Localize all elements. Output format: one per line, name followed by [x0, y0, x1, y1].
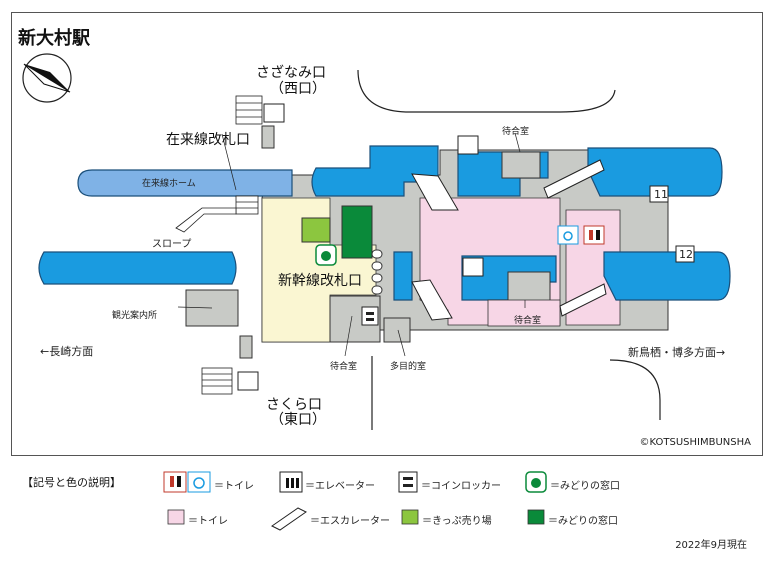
platform-lower-right: [603, 251, 731, 301]
legend-midori-color: ＝みどりの窓口: [548, 516, 618, 527]
legend-ticket-machine: ＝きっぷ売り場: [422, 516, 492, 527]
waiting-room-lower-base: [487, 299, 561, 327]
sazanami-exit-label: さざなみ口: [256, 65, 326, 81]
sakura-exit-label: さくら口: [266, 397, 322, 413]
shinkansen-gate-label: 新幹線改札口: [278, 273, 362, 289]
sazanami-exit-sub-label: （西口）: [270, 81, 326, 97]
track-11-label: 11: [654, 188, 668, 201]
to-shintosu-label: 新鳥栖・博多方面→: [628, 346, 726, 359]
midori-window-icon: [315, 244, 337, 266]
legend-coin-locker: ＝コインロッカー: [421, 481, 501, 492]
to-nagasaki-label: ←長崎方面: [40, 345, 94, 358]
elevator-icon: [237, 103, 484, 391]
copyright: ©KOTSUSHIMBUNSHA: [639, 437, 751, 448]
waiting-room-upper-label: 待合室: [502, 127, 530, 137]
legend-toilet: ＝トイレ: [214, 481, 254, 492]
elevator-shaft-south: [239, 335, 253, 359]
slope-label: スロープ: [152, 239, 192, 250]
road-north: [357, 69, 616, 113]
elevator-shaft-north: [261, 125, 275, 149]
escalator-icon: [411, 159, 607, 321]
multipurpose-room: [383, 317, 411, 343]
legend-elevator: ＝エレベーター: [305, 481, 375, 492]
multipurpose-room-label: 多目的室: [390, 362, 427, 372]
toilet-icon: [583, 225, 605, 245]
platform-upper-left: [311, 145, 439, 197]
conventional-platform-label: 在来線ホーム: [142, 179, 196, 189]
station-title: 新大村駅: [18, 28, 90, 49]
legend-toilet-color: ＝トイレ: [188, 516, 228, 527]
accessible-toilet-icon: [557, 225, 579, 245]
legend-escalator: ＝エスカレーター: [310, 516, 390, 527]
waiting-room-upper: [501, 151, 541, 179]
sakura-exit-sub-label: （東口）: [270, 412, 326, 428]
midori-window-area: [341, 205, 373, 259]
road-south-east: [609, 359, 661, 420]
as-of-note: 2022年9月現在: [675, 540, 747, 551]
track-11-box: [649, 185, 669, 203]
platform-lower-gate: [393, 251, 413, 301]
legend-title: 【記号と色の説明】: [22, 476, 121, 489]
waiting-room-lower-label: 待合室: [514, 316, 542, 326]
legend-midori-icon: ＝みどりの窓口: [550, 481, 620, 492]
ticket-machine-area: [301, 217, 331, 243]
conventional-platform: [77, 169, 293, 197]
conventional-gate-label: 在来線改札口: [166, 132, 250, 148]
legend-icons: [163, 471, 547, 531]
slope: [175, 207, 237, 233]
waiting-room-lower: [507, 271, 551, 303]
leader-lines: [177, 132, 526, 357]
track-12-label: 12: [679, 248, 693, 261]
waiting-room-gate-label: 待合室: [330, 362, 358, 372]
coin-locker-icon: [361, 306, 379, 326]
stairs-icon: [201, 95, 263, 395]
platform-upper-right: [587, 147, 723, 197]
tourist-info-label: 観光案内所: [112, 311, 158, 321]
track-12-box: [675, 245, 695, 263]
compass-icon: [22, 53, 72, 103]
platform-lower-left: [38, 251, 237, 285]
ticket-gates: [371, 249, 383, 295]
